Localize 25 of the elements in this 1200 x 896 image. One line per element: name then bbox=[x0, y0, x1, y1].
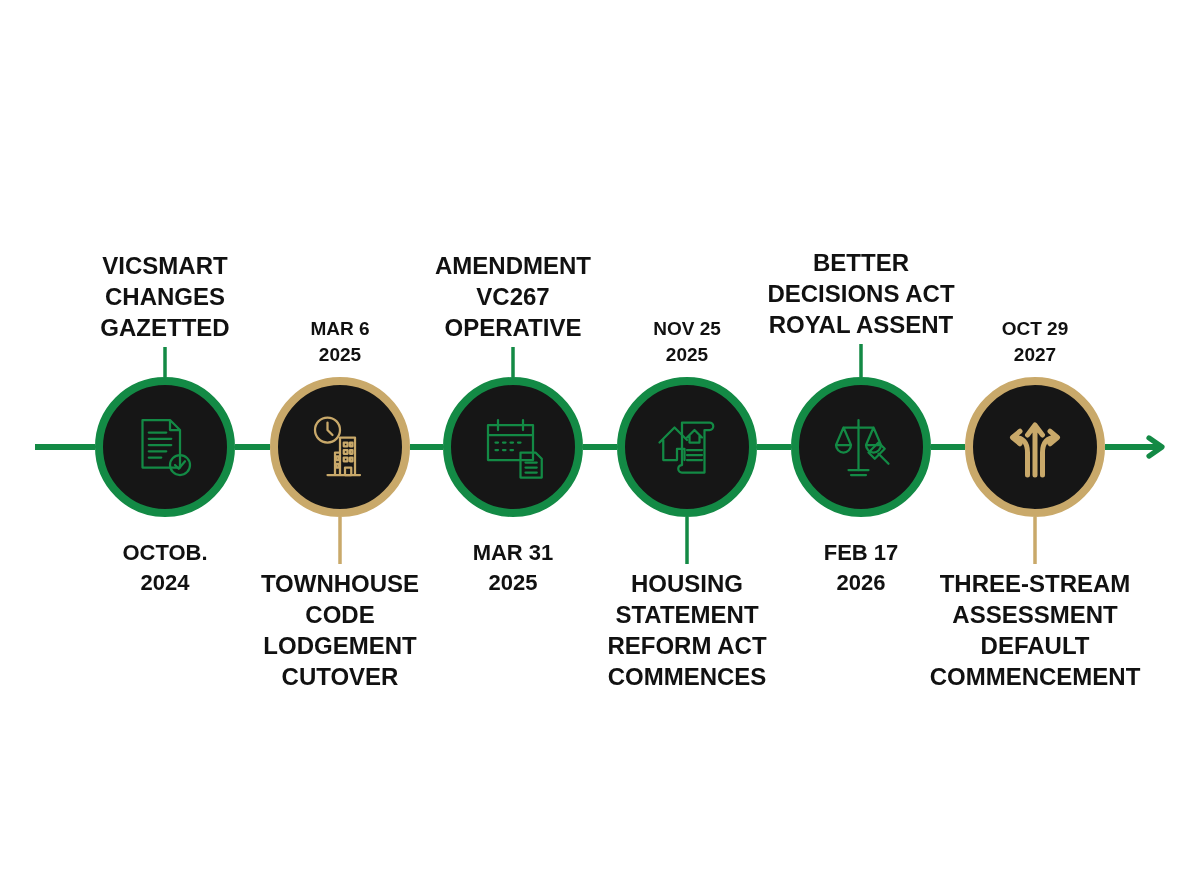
timeline-line bbox=[410, 444, 443, 450]
timeline-arrow bbox=[1105, 435, 1165, 459]
connector-line bbox=[1033, 517, 1037, 564]
timeline-line bbox=[583, 444, 617, 450]
date-label: OCT 29 2027 bbox=[1000, 317, 1070, 367]
connector-line bbox=[859, 344, 863, 377]
connector-line bbox=[685, 517, 689, 564]
milestone-title: BETTER DECISIONS ACT ROYAL ASSENT bbox=[751, 247, 971, 340]
connector-line bbox=[511, 347, 515, 377]
timeline-line bbox=[757, 444, 791, 450]
milestone-title: VICSMART CHANGES GAZETTED bbox=[65, 250, 265, 343]
timeline-line bbox=[235, 444, 270, 450]
date-label: OCTOB. 2024 bbox=[121, 539, 209, 597]
date-label: MAR 6 2025 bbox=[309, 317, 371, 367]
connector-line bbox=[163, 347, 167, 377]
date-label: FEB 17 2026 bbox=[822, 539, 900, 597]
date-label: NOV 25 2025 bbox=[652, 317, 722, 367]
milestone-title: THREE-STREAM ASSESSMENT DEFAULT COMMENCEMENT bbox=[910, 568, 1160, 692]
timeline-line bbox=[35, 444, 95, 450]
timeline-line bbox=[931, 444, 965, 450]
milestone-title: TOWNHOUSE CODE LODGEMENT CUTOVER bbox=[245, 568, 435, 692]
milestone-title: AMENDMENT VC267 OPERATIVE bbox=[418, 250, 608, 343]
date-label: MAR 31 2025 bbox=[471, 539, 555, 597]
connector-line bbox=[338, 517, 342, 564]
milestone-title: HOUSING STATEMENT REFORM ACT COMMENCES bbox=[592, 568, 782, 692]
